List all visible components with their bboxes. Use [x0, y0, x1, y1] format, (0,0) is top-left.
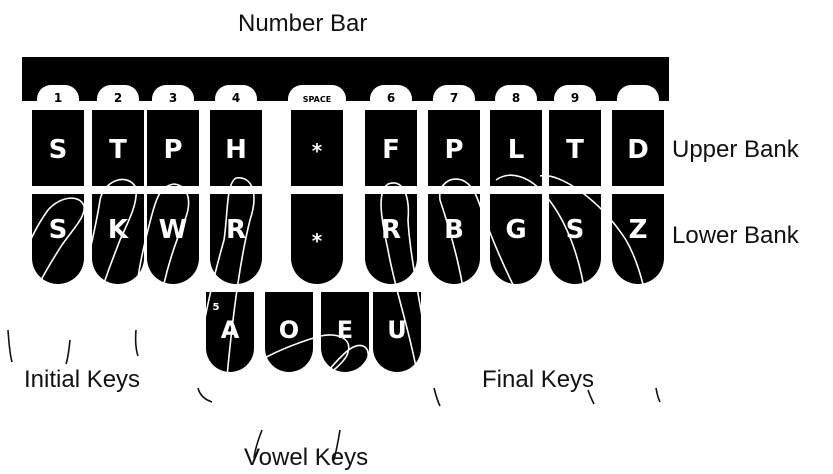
finger-tail-3	[134, 329, 139, 357]
finger-outline-10	[539, 174, 657, 389]
number-key-label-3: 3	[169, 91, 177, 105]
number-key-label-9: 9	[571, 91, 579, 105]
lower-key-label-b: B	[444, 215, 464, 245]
number-key-label-1: 1	[54, 91, 62, 105]
finger-tail-2	[65, 339, 71, 365]
upper-key-h	[210, 110, 262, 186]
number-key-2	[97, 85, 139, 115]
upper-key-f	[365, 110, 417, 186]
finger-outline-1	[7, 197, 85, 331]
number-bar-label: Number Bar	[238, 10, 368, 37]
vowel-key-u	[373, 292, 421, 372]
upper-key-label-p: P	[444, 135, 463, 165]
upper-key-label-l: L	[508, 135, 525, 165]
finger-tail-5	[253, 429, 263, 459]
number-key-label-4: 4	[232, 91, 240, 105]
number-key-3	[152, 85, 194, 115]
upper-key-t	[549, 110, 601, 186]
vowel-key-label-o: O	[279, 316, 299, 344]
upper-key-t	[92, 110, 144, 186]
lower-key-b	[428, 194, 480, 284]
vowel-key-label-u: U	[387, 316, 407, 344]
finger-outline-3	[134, 183, 190, 331]
number-key-4	[215, 85, 257, 115]
lower-key-s	[32, 194, 84, 284]
upper-key-label-s: S	[49, 135, 68, 165]
finger-outline-4	[197, 177, 255, 389]
number-key-label-8: 8	[512, 91, 520, 105]
vowel-keys-label: Vowel Keys	[244, 444, 369, 471]
finger-tail-4	[197, 387, 213, 403]
upper-key-l	[490, 110, 542, 186]
finger-tail-1	[7, 329, 13, 363]
finger-outline-5	[229, 334, 350, 431]
lower-key-r	[365, 194, 417, 284]
number-key-6	[370, 85, 412, 115]
finger-tail-6	[333, 429, 341, 461]
finger-tail-9	[655, 387, 661, 403]
lower-key-r	[210, 194, 262, 284]
vowel-key-e	[321, 292, 369, 372]
lower-key-label-g: G	[505, 215, 526, 245]
lower-key-label-z: Z	[629, 215, 648, 245]
number-key-9	[554, 85, 596, 115]
finger-tail-8	[587, 389, 595, 405]
upper-key-label-t: T	[566, 135, 584, 165]
vowel-number-label: 5	[213, 302, 220, 313]
lower-key-z	[612, 194, 664, 284]
upper-key-s	[32, 110, 84, 186]
vowel-key-label-a: A	[221, 316, 240, 344]
lower-key-label-r: R	[226, 215, 246, 245]
lower-key--	[291, 194, 343, 284]
upper-key-label-p: P	[163, 135, 182, 165]
lower-key-label-w: W	[159, 215, 188, 245]
upper-key-label-f: F	[382, 135, 400, 165]
lower-key-s	[549, 194, 601, 284]
lower-bank-label: Lower Bank	[672, 222, 799, 249]
upper-key-label-d: D	[627, 135, 649, 165]
finger-outline-9	[495, 174, 591, 391]
number-key-space	[288, 85, 346, 115]
finger-tail-7	[433, 387, 441, 407]
number-key-label-6: 6	[387, 91, 395, 105]
finger-outline-8	[438, 178, 537, 331]
finger-outline-6	[291, 344, 370, 431]
vowel-key-a	[206, 292, 254, 372]
upper-key-p	[428, 110, 480, 186]
lower-key-label-k: K	[108, 215, 129, 245]
number-key-7	[433, 85, 475, 115]
lower-key-label--: *	[312, 229, 323, 253]
lower-key-label-s: S	[566, 215, 585, 245]
upper-bank-label: Upper Bank	[672, 136, 799, 163]
upper-key-d	[612, 110, 664, 186]
number-key-1	[37, 85, 79, 115]
number-key-label-7: 7	[450, 91, 458, 105]
upper-key-p	[147, 110, 199, 186]
number-key-label-2: 2	[114, 91, 122, 105]
final-keys-label: Final Keys	[482, 366, 595, 393]
finger-outline-2	[69, 178, 138, 341]
number-key-8	[495, 85, 537, 115]
upper-key-label-h: H	[225, 135, 247, 165]
lower-key-label-s: S	[49, 215, 68, 245]
initial-keys-label: Initial Keys	[24, 366, 141, 393]
upper-key-label--: *	[312, 139, 323, 163]
finger-outline-7	[380, 182, 435, 389]
upper-key--	[291, 110, 343, 186]
upper-key-label-t: T	[109, 135, 127, 165]
number-key-label-space: SPACE	[303, 95, 331, 104]
number-key-blank	[617, 85, 659, 115]
